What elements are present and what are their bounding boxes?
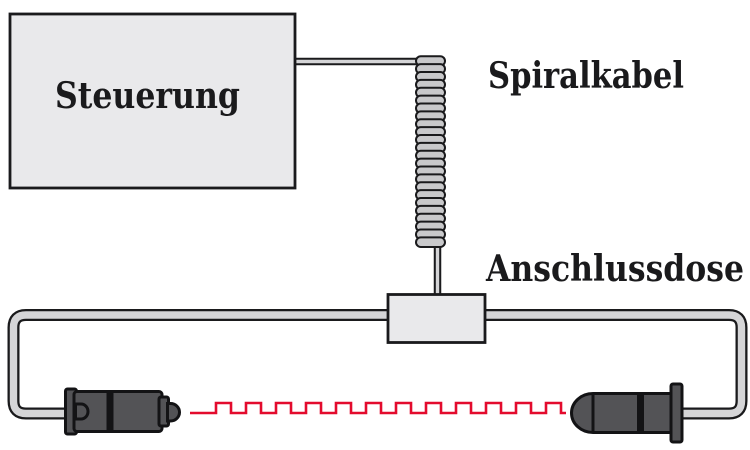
right-plug: [570, 382, 684, 444]
control-unit-label: Steuerung: [55, 75, 240, 117]
spiral-cable-coil: [415, 55, 446, 248]
junction-box: [386, 293, 487, 344]
signal-wave: [190, 401, 566, 415]
junction-box-label: Anschlussdose: [485, 248, 744, 290]
loop-cable: [7, 309, 748, 420]
loop-cable-core: [9, 311, 746, 418]
left-plug: [64, 387, 181, 436]
right-plug-band: [637, 393, 644, 433]
left-plug-band: [106, 391, 114, 432]
coil-loop: [415, 236, 446, 248]
right-plug-body: [570, 392, 675, 434]
left-plug-tip: [166, 402, 181, 423]
control-unit-box: [8, 12, 297, 190]
right-plug-flange: [669, 382, 684, 444]
left-plug-notch: [74, 402, 90, 421]
spiral-cable-label: Spiralkabel: [488, 55, 684, 97]
